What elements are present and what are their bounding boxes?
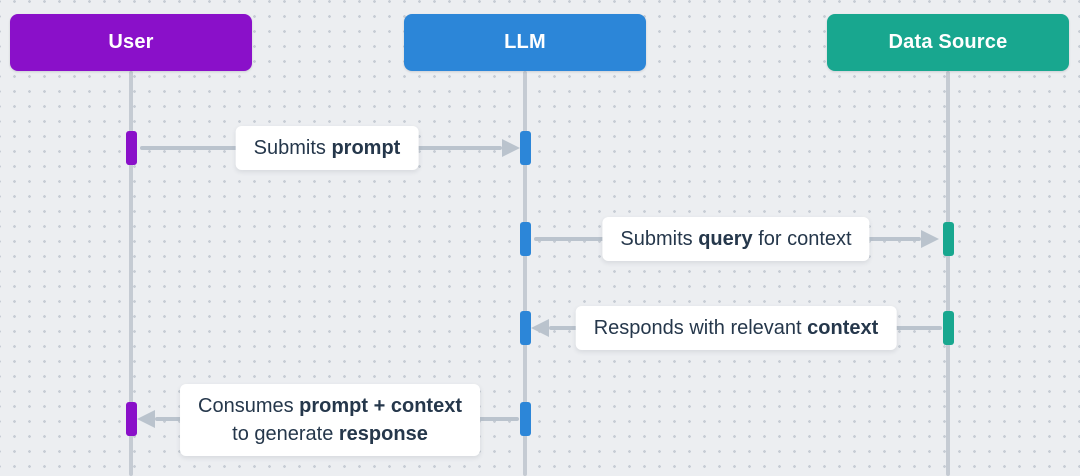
message-1-label: Submits prompt bbox=[235, 126, 419, 170]
actor-user: User bbox=[10, 14, 252, 71]
message-3-label: Responds with relevant context bbox=[575, 306, 897, 350]
message-2-arrowhead-right-icon bbox=[921, 230, 939, 248]
activation-bar-data-source-message-3 bbox=[943, 311, 954, 345]
lifeline-data-source bbox=[946, 71, 950, 476]
lifeline-user bbox=[129, 71, 133, 476]
activation-bar-user-message-4 bbox=[126, 402, 137, 436]
actor-user-label: User bbox=[108, 31, 154, 53]
message-2-label: Submits query for context bbox=[602, 217, 870, 261]
message-4-arrowhead-left-icon bbox=[137, 410, 155, 428]
activation-bar-llm-message-3 bbox=[520, 311, 531, 345]
message-3-arrowhead-left-icon bbox=[531, 319, 549, 337]
activation-bar-user-message-1 bbox=[126, 131, 137, 165]
message-1-arrowhead-right-icon bbox=[502, 139, 520, 157]
actor-data-source: Data Source bbox=[827, 14, 1069, 71]
activation-bar-llm-message-2 bbox=[520, 222, 531, 256]
activation-bar-llm-message-4 bbox=[520, 402, 531, 436]
actor-llm-label: LLM bbox=[504, 31, 546, 53]
lifeline-llm bbox=[523, 71, 527, 476]
actor-llm: LLM bbox=[404, 14, 646, 71]
activation-bar-data-source-message-2 bbox=[943, 222, 954, 256]
actor-data-source-label: Data Source bbox=[888, 31, 1008, 53]
activation-bar-llm-message-1 bbox=[520, 131, 531, 165]
